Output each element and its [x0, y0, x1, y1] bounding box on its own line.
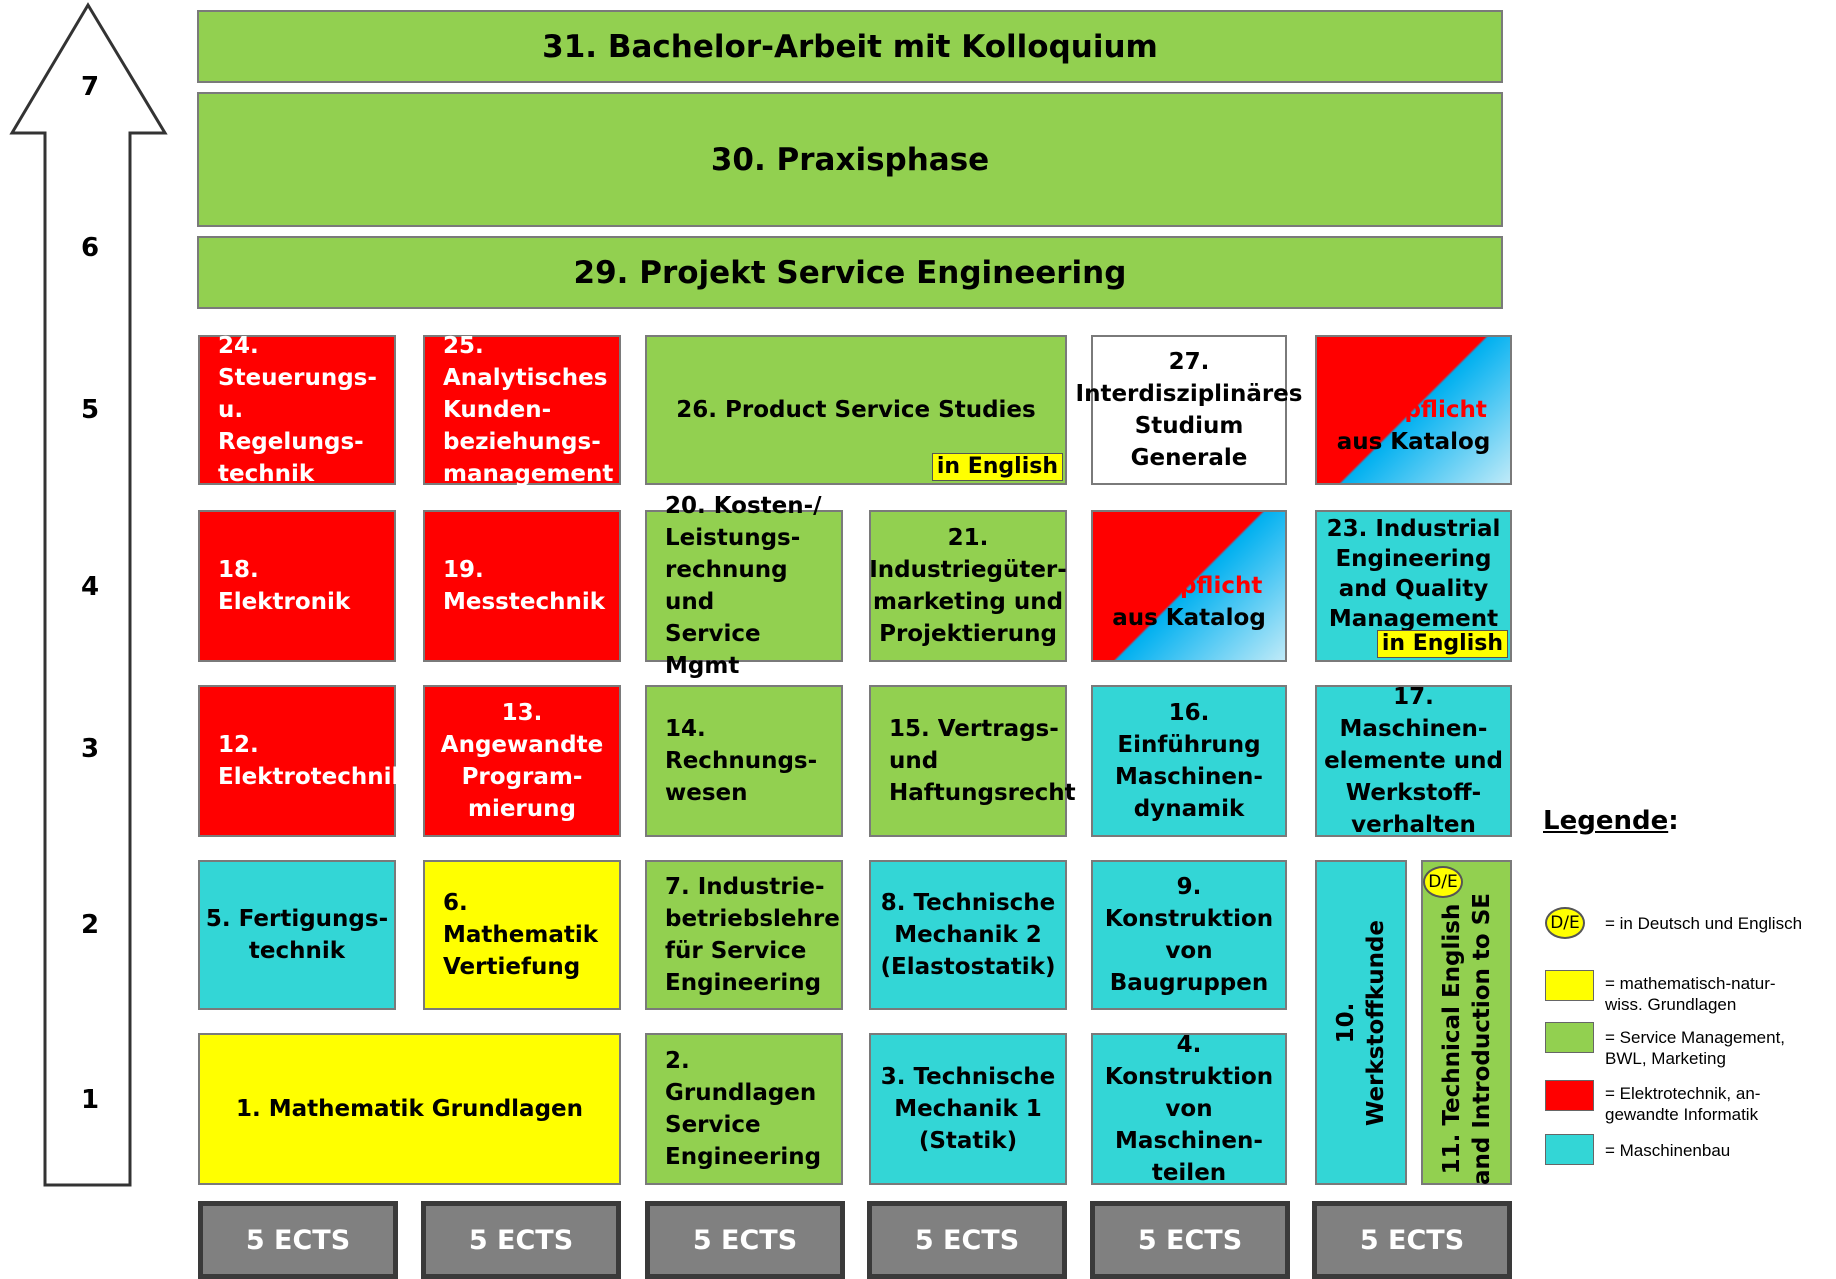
module-12-label: 12. Elektrotechnik	[218, 732, 407, 790]
ects-box: 5 ECTS	[645, 1201, 845, 1279]
module-24-label: 24. Steuerungs- u. Regelungs- technik	[218, 333, 377, 487]
module-24: 24. Steuerungs- u. Regelungs- technik	[198, 333, 396, 487]
module-29-label: 29. Projekt Service Engineering	[573, 254, 1127, 291]
legend-item-electro: = Elektrotechnik, an- gewandte Informati…	[1605, 1084, 1761, 1124]
ects-box: 5 ECTS	[867, 1201, 1067, 1279]
module-8-label: 8. Technische Mechanik 2 (Elastostatik)	[880, 890, 1056, 980]
module-17: 17. Maschinen- elemente und Werkstoff- v…	[1315, 684, 1512, 838]
module-14: 14. Rechnungs- wesen	[645, 685, 843, 837]
legend-title: Legende:	[1543, 806, 1679, 836]
module-5: 5. Fertigungs- technik	[198, 860, 396, 1010]
semester-5-label: 5	[80, 395, 100, 425]
module-10: 10. Werkstoffkunde	[1315, 860, 1407, 1185]
ects-box: 5 ECTS	[421, 1201, 621, 1279]
module-9-label: 9. Konstruktion von Baugruppen	[1104, 874, 1274, 996]
module-20-label: 20. Kosten-/ Leistungs- rechnung und Ser…	[665, 493, 822, 679]
module-27: 27. Interdisziplinäres Studium Generale	[1076, 335, 1302, 485]
legend-title-text: Legende	[1543, 806, 1669, 836]
module-16-label: 16. Einführung Maschinen- dynamik	[1115, 700, 1263, 822]
module-21-label: 21. Industriegüter- marketing und Projek…	[869, 525, 1067, 647]
module-13-label: 13. Angewandte Program- mierung	[440, 700, 604, 822]
module-4-label: 4. Konstruktion von Maschinen- teilen	[1104, 1032, 1274, 1186]
module-4: 4. Konstruktion von Maschinen- teilen	[1091, 1032, 1287, 1186]
semester-1-label: 1	[80, 1085, 100, 1115]
module-17-label: 17. Maschinen- elemente und Werkstoff- v…	[1324, 684, 1503, 838]
module-6: 6. Mathematik Vertiefung	[423, 860, 621, 1010]
module-16: 16. Einführung Maschinen- dynamik	[1091, 685, 1287, 837]
module-19: 19. Messtechnik	[423, 510, 621, 662]
module-1: 1. Mathematik Grundlagen	[198, 1033, 621, 1185]
module-2-label: 2. Grundlagen Service Engineering	[665, 1048, 822, 1170]
module-30-praxisphase: 30. Praxisphase	[197, 92, 1503, 227]
module-28-label: 28. Wahlpflicht aus Katalog	[1321, 362, 1506, 458]
module-3: 3. Technische Mechanik 1 (Statik)	[869, 1033, 1067, 1185]
module-14-label: 14. Rechnungs- wesen	[665, 716, 818, 806]
module-9: 9. Konstruktion von Baugruppen	[1091, 860, 1287, 1010]
legend-item-service: = Service Management, BWL, Marketing	[1605, 1028, 1786, 1068]
ects-box: 5 ECTS	[198, 1201, 398, 1279]
legend-swatch-yellow	[1545, 970, 1594, 1001]
module-22-label: 22. Wahlpflicht aus Katalog	[1097, 538, 1281, 634]
module-25: 25. Analytisches Kunden- beziehungs- man…	[423, 333, 621, 487]
module-31-bachelor-thesis: 31. Bachelor-Arbeit mit Kolloquium	[197, 10, 1503, 83]
module-15: 15. Vertrags- und Haftungsrecht	[869, 685, 1076, 837]
ects-box: 5 ECTS	[1090, 1201, 1290, 1279]
module-28-label-red: 28. Wahlpflicht	[1340, 365, 1487, 423]
ects-box: 5 ECTS	[1312, 1201, 1512, 1279]
semester-6-label: 6	[80, 233, 100, 263]
legend-title-colon: :	[1668, 806, 1679, 836]
semester-arrow	[9, 2, 168, 1187]
legend-swatch-cyan	[1545, 1134, 1594, 1165]
legend-item-de: = in Deutsch und Englisch	[1605, 914, 1803, 933]
de-badge-icon: D/E	[1423, 866, 1463, 898]
module-1-label: 1. Mathematik Grundlagen	[235, 1096, 584, 1122]
module-3-label: 3. Technische Mechanik 1 (Statik)	[880, 1064, 1056, 1154]
module-23-label: 23. Industrial Engineering and Quality M…	[1326, 516, 1501, 632]
module-15-label: 15. Vertrags- und Haftungsrecht	[889, 716, 1076, 806]
module-29-projekt: 29. Projekt Service Engineering	[197, 236, 1503, 309]
module-30-label: 30. Praxisphase	[710, 141, 990, 178]
module-5-label: 5. Fertigungs- technik	[205, 906, 389, 964]
in-english-tag: in English	[931, 453, 1063, 481]
module-20: 20. Kosten-/ Leistungs- rechnung und Ser…	[645, 493, 843, 679]
module-28: 28. Wahlpflicht aus Katalog	[1315, 335, 1512, 485]
module-26: 26. Product Service Studies in English	[645, 335, 1067, 485]
module-11-label: 11. Technical English and Introduction t…	[1438, 892, 1495, 1185]
module-7: 7. Industrie- betriebslehre für Service …	[645, 860, 843, 1010]
module-28-label-black: aus Katalog	[1336, 429, 1491, 455]
legend-swatch-red	[1545, 1080, 1594, 1111]
module-22-label-red: 22. Wahlpflicht	[1115, 541, 1263, 599]
module-18-label: 18. Elektronik	[218, 557, 351, 615]
module-2: 2. Grundlagen Service Engineering	[645, 1033, 843, 1185]
semester-4-label: 4	[80, 572, 100, 602]
legend-item-math: = mathematisch-natur- wiss. Grundlagen	[1605, 974, 1776, 1014]
module-31-label: 31. Bachelor-Arbeit mit Kolloquium	[542, 28, 1158, 65]
module-12: 12. Elektrotechnik	[198, 685, 407, 837]
module-18: 18. Elektronik	[198, 510, 396, 662]
module-8: 8. Technische Mechanik 2 (Elastostatik)	[869, 860, 1067, 1010]
module-19-label: 19. Messtechnik	[443, 557, 606, 615]
semester-2-label: 2	[80, 910, 100, 940]
module-22-label-black: aus Katalog	[1112, 605, 1266, 631]
semester-7-label: 7	[80, 72, 100, 102]
module-10-label: 10. Werkstoffkunde	[1333, 919, 1389, 1126]
in-english-tag: in English	[1376, 630, 1508, 658]
module-27-label: 27. Interdisziplinäres Studium Generale	[1075, 349, 1303, 471]
semester-3-label: 3	[80, 734, 100, 764]
module-23: 23. Industrial Engineering and Quality M…	[1315, 510, 1512, 662]
module-6-label: 6. Mathematik Vertiefung	[443, 890, 599, 980]
module-26-label: 26. Product Service Studies	[676, 397, 1036, 423]
module-25-label: 25. Analytisches Kunden- beziehungs- man…	[443, 333, 614, 487]
legend-de-badge-icon: D/E	[1545, 907, 1585, 939]
module-13: 13. Angewandte Program- mierung	[423, 685, 621, 837]
module-22: 22. Wahlpflicht aus Katalog	[1091, 510, 1287, 662]
legend-item-maschinenbau: = Maschinenbau	[1605, 1141, 1731, 1160]
module-21: 21. Industriegüter- marketing und Projek…	[869, 510, 1067, 662]
legend-swatch-green	[1545, 1022, 1594, 1053]
module-11: 11. Technical English and Introduction t…	[1421, 860, 1512, 1185]
module-7-label: 7. Industrie- betriebslehre für Service …	[665, 874, 840, 996]
